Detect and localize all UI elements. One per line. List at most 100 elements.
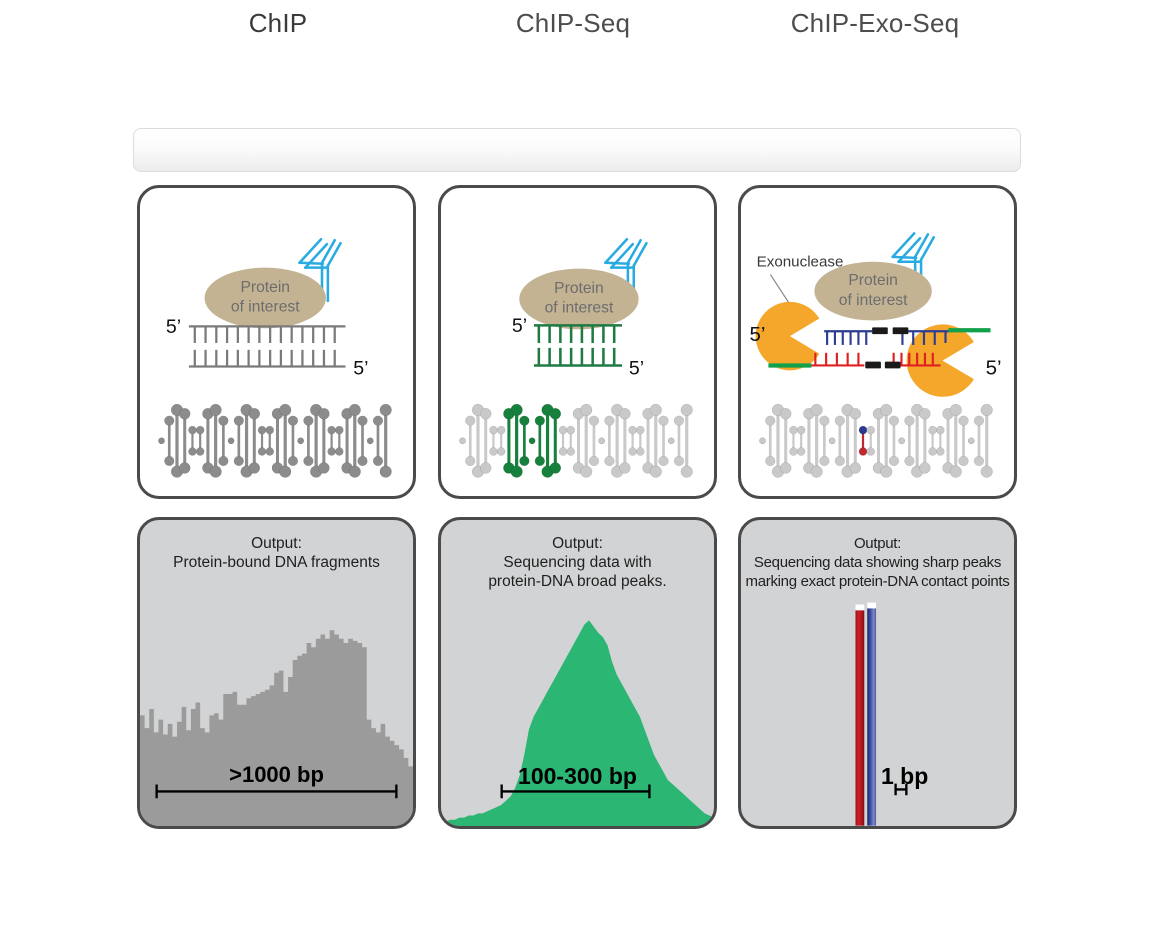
dna-helix-green-highlight	[459, 403, 693, 478]
helix-base-sphere	[372, 415, 384, 426]
chipseq-peak-area	[441, 620, 714, 826]
helix-base-sphere	[810, 465, 823, 478]
helix-base-sphere	[257, 447, 267, 456]
helix-base-sphere	[287, 415, 299, 426]
helix-base-sphere	[209, 403, 222, 417]
protein-contact-blocks	[865, 327, 909, 369]
adapter-segments-green	[768, 328, 991, 368]
helix-base-sphere	[558, 425, 568, 435]
helix-base-sphere	[680, 403, 693, 417]
exonuclease-label: Exonuclease	[757, 254, 844, 271]
helix-base-sphere	[534, 415, 545, 426]
chipseq-scale-bar	[500, 784, 651, 799]
helix-base-sphere	[658, 415, 669, 426]
helix-base-sphere	[303, 415, 314, 426]
dna-fragment-green	[533, 324, 623, 367]
column-title-chipseq: ChIP-Seq	[515, 8, 631, 38]
helix-base-sphere	[348, 403, 361, 417]
chip-mechanism-graphic: Protein of interest	[158, 237, 392, 478]
dna-bottom-strand-red	[811, 352, 941, 367]
helix-base-sphere	[588, 455, 600, 467]
helix-base-sphere	[866, 425, 875, 435]
helix-base-sphere	[265, 447, 274, 456]
helix-base-sphere	[667, 437, 675, 445]
helix-base-sphere	[318, 407, 330, 420]
helix-base-sphere	[636, 425, 645, 435]
helix-base-sphere	[465, 455, 476, 467]
helix-base-sphere	[558, 447, 568, 456]
output-panel-chip: Output: Protein-bound DNA fragments >100…	[137, 517, 416, 829]
helix-base-sphere	[834, 415, 845, 426]
helix-base-sphere	[858, 425, 868, 435]
helix-base-sphere	[789, 425, 798, 435]
helix-base-sphere	[858, 447, 868, 456]
protein-ellipse	[519, 268, 639, 330]
helix-base-sphere	[279, 403, 292, 417]
sharp-peak-reverse-strand	[855, 610, 865, 826]
helix-base-sphere	[178, 407, 191, 420]
chip-scale-bar	[155, 784, 398, 799]
helix-base-sphere	[379, 465, 392, 478]
helix-base-sphere	[849, 407, 862, 420]
helix-base-sphere	[496, 425, 506, 435]
five-prime-left-label: 5’	[749, 323, 765, 346]
helix-base-sphere	[649, 465, 662, 478]
helix-base-sphere	[297, 437, 304, 445]
helix-base-sphere	[566, 425, 575, 435]
helix-base-sphere	[580, 403, 593, 417]
helix-base-sphere	[327, 447, 336, 456]
helix-base-sphere	[779, 462, 792, 474]
exonuclease-pacman-left	[755, 301, 820, 371]
helix-base-sphere	[604, 455, 615, 467]
five-prime-right-label: 5’	[353, 357, 368, 379]
helix-base-sphere	[188, 447, 197, 456]
helix-base-sphere	[164, 415, 175, 426]
helix-base-sphere	[357, 415, 368, 426]
helix-base-sphere	[598, 437, 605, 445]
helix-base-sphere	[949, 465, 962, 478]
antibody-icon	[298, 237, 342, 303]
peak-cap-blue	[867, 602, 877, 611]
helix-base-sphere	[335, 425, 344, 435]
helix-base-sphere	[628, 425, 637, 435]
helix-base-sphere	[479, 407, 492, 420]
helix-base-sphere	[819, 415, 830, 426]
helix-base-sphere	[928, 447, 937, 456]
helix-base-sphere	[580, 465, 593, 478]
helix-base-sphere	[479, 462, 492, 474]
helix-base-sphere	[233, 415, 244, 426]
helix-base-sphere	[510, 403, 523, 417]
five-prime-right-label: 5’	[986, 356, 1002, 379]
output-panel-chipseq: Output: Sequencing data with protein-DNA…	[438, 517, 717, 829]
chipexoseq-sharp-peaks-chart	[855, 602, 908, 826]
helix-base-sphere	[489, 447, 498, 456]
helix-base-sphere	[209, 465, 222, 478]
helix-base-sphere	[658, 455, 669, 467]
scale-label-chip: >1000 bp	[229, 762, 324, 787]
helix-base-sphere	[888, 415, 900, 426]
helix-base-sphere	[958, 455, 969, 467]
helix-base-sphere	[218, 455, 229, 467]
helix-base-sphere	[980, 465, 993, 478]
helix-base-sphere	[880, 465, 893, 478]
helix-base-sphere	[233, 455, 244, 467]
protein-label-line2: of interest	[545, 300, 614, 317]
dna-fragment-gray	[188, 325, 346, 368]
helix-base-sphere	[888, 455, 900, 467]
protein-label-line2: of interest	[231, 299, 300, 316]
helix-base-sphere	[936, 447, 945, 456]
helix-base-sphere	[489, 425, 498, 435]
helix-base-sphere	[549, 462, 562, 474]
sharp-peak-forward-strand	[867, 608, 877, 826]
panel-chipseq-mechanism: Protein of interest 5’ 5’	[438, 185, 717, 499]
helix-base-sphere	[904, 455, 915, 467]
helix-base-sphere	[958, 415, 969, 426]
helix-base-sphere	[465, 415, 476, 426]
chipseq-mechanism-graphic: Protein of interest 5’ 5’	[459, 237, 693, 478]
helix-base-sphere	[898, 437, 905, 445]
helix-base-sphere	[866, 447, 875, 456]
helix-base-sphere	[248, 462, 261, 474]
protein-label-line2: of interest	[839, 292, 908, 309]
helix-base-sphere	[880, 403, 893, 417]
